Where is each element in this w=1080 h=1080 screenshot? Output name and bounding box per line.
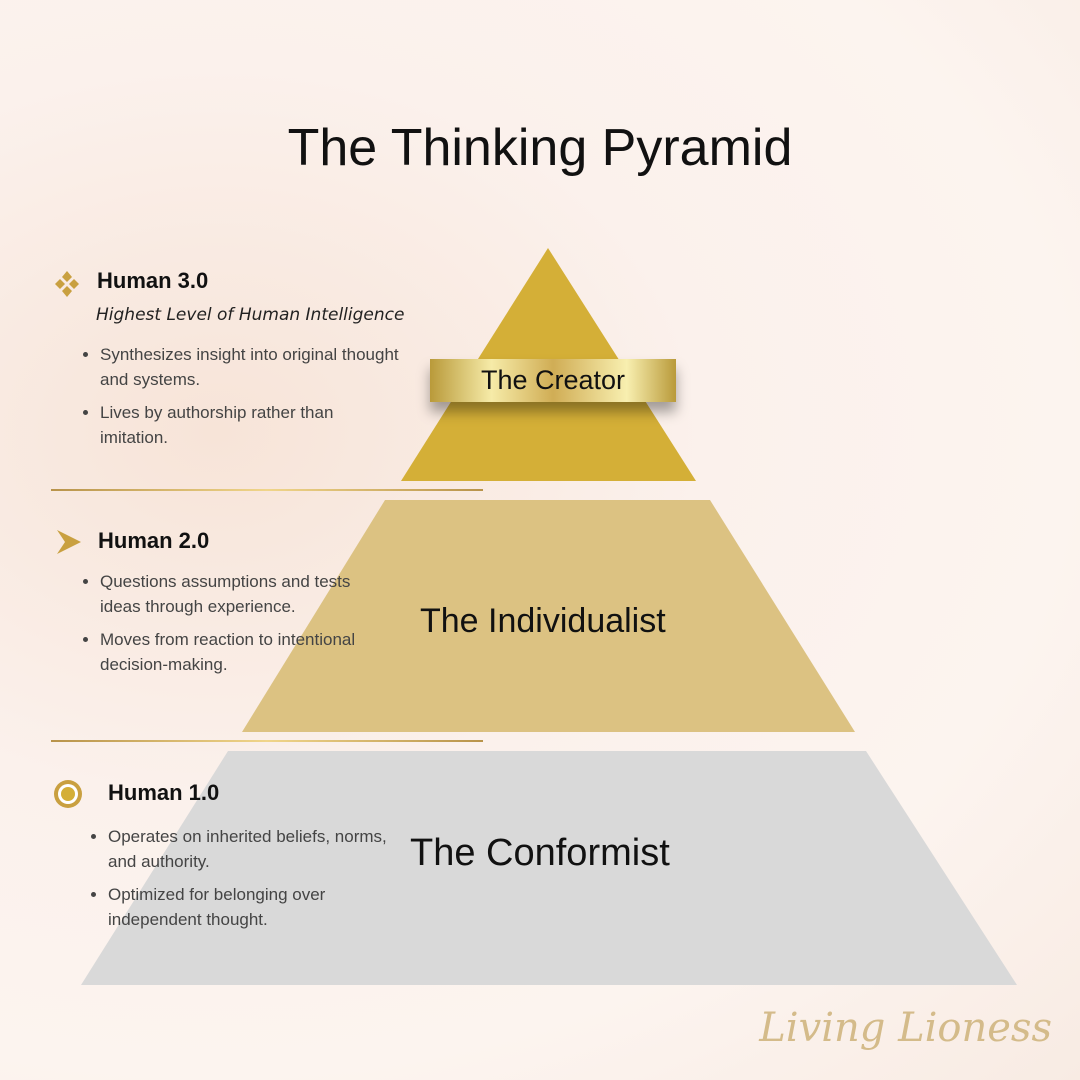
level-heading: Human 1.0: [108, 780, 220, 805]
circle-target-icon: [54, 780, 82, 808]
individualist-label: The Individualist: [420, 602, 666, 640]
creator-banner: The Creator: [430, 359, 676, 402]
bullet: Synthesizes insight into original though…: [100, 342, 400, 392]
pyramid-bottom-conformist: [81, 751, 1017, 985]
pyramid-middle-individualist: [242, 500, 855, 732]
signature-logo: Living Lioness: [759, 1005, 1052, 1051]
bullet: Questions assumptions and tests ideas th…: [100, 569, 370, 619]
arrow-icon: [57, 530, 81, 554]
level-subtitle: Highest Level of Human Intelligence: [96, 305, 405, 325]
bullet: Lives by authorship rather than imitatio…: [100, 400, 400, 450]
bullet: Optimized for belonging over independent…: [108, 882, 398, 932]
conformist-label: The Conformist: [410, 832, 670, 874]
bullet: Operates on inherited beliefs, norms, an…: [108, 824, 398, 874]
level-heading: Human 2.0: [98, 528, 210, 553]
divider: [51, 740, 483, 742]
page-title: The Thinking Pyramid: [287, 119, 793, 177]
level-heading: Human 3.0: [97, 268, 209, 293]
diamond-cluster-icon: [55, 271, 79, 297]
divider: [51, 489, 483, 491]
bullet: Moves from reaction to intentional decis…: [100, 627, 370, 677]
